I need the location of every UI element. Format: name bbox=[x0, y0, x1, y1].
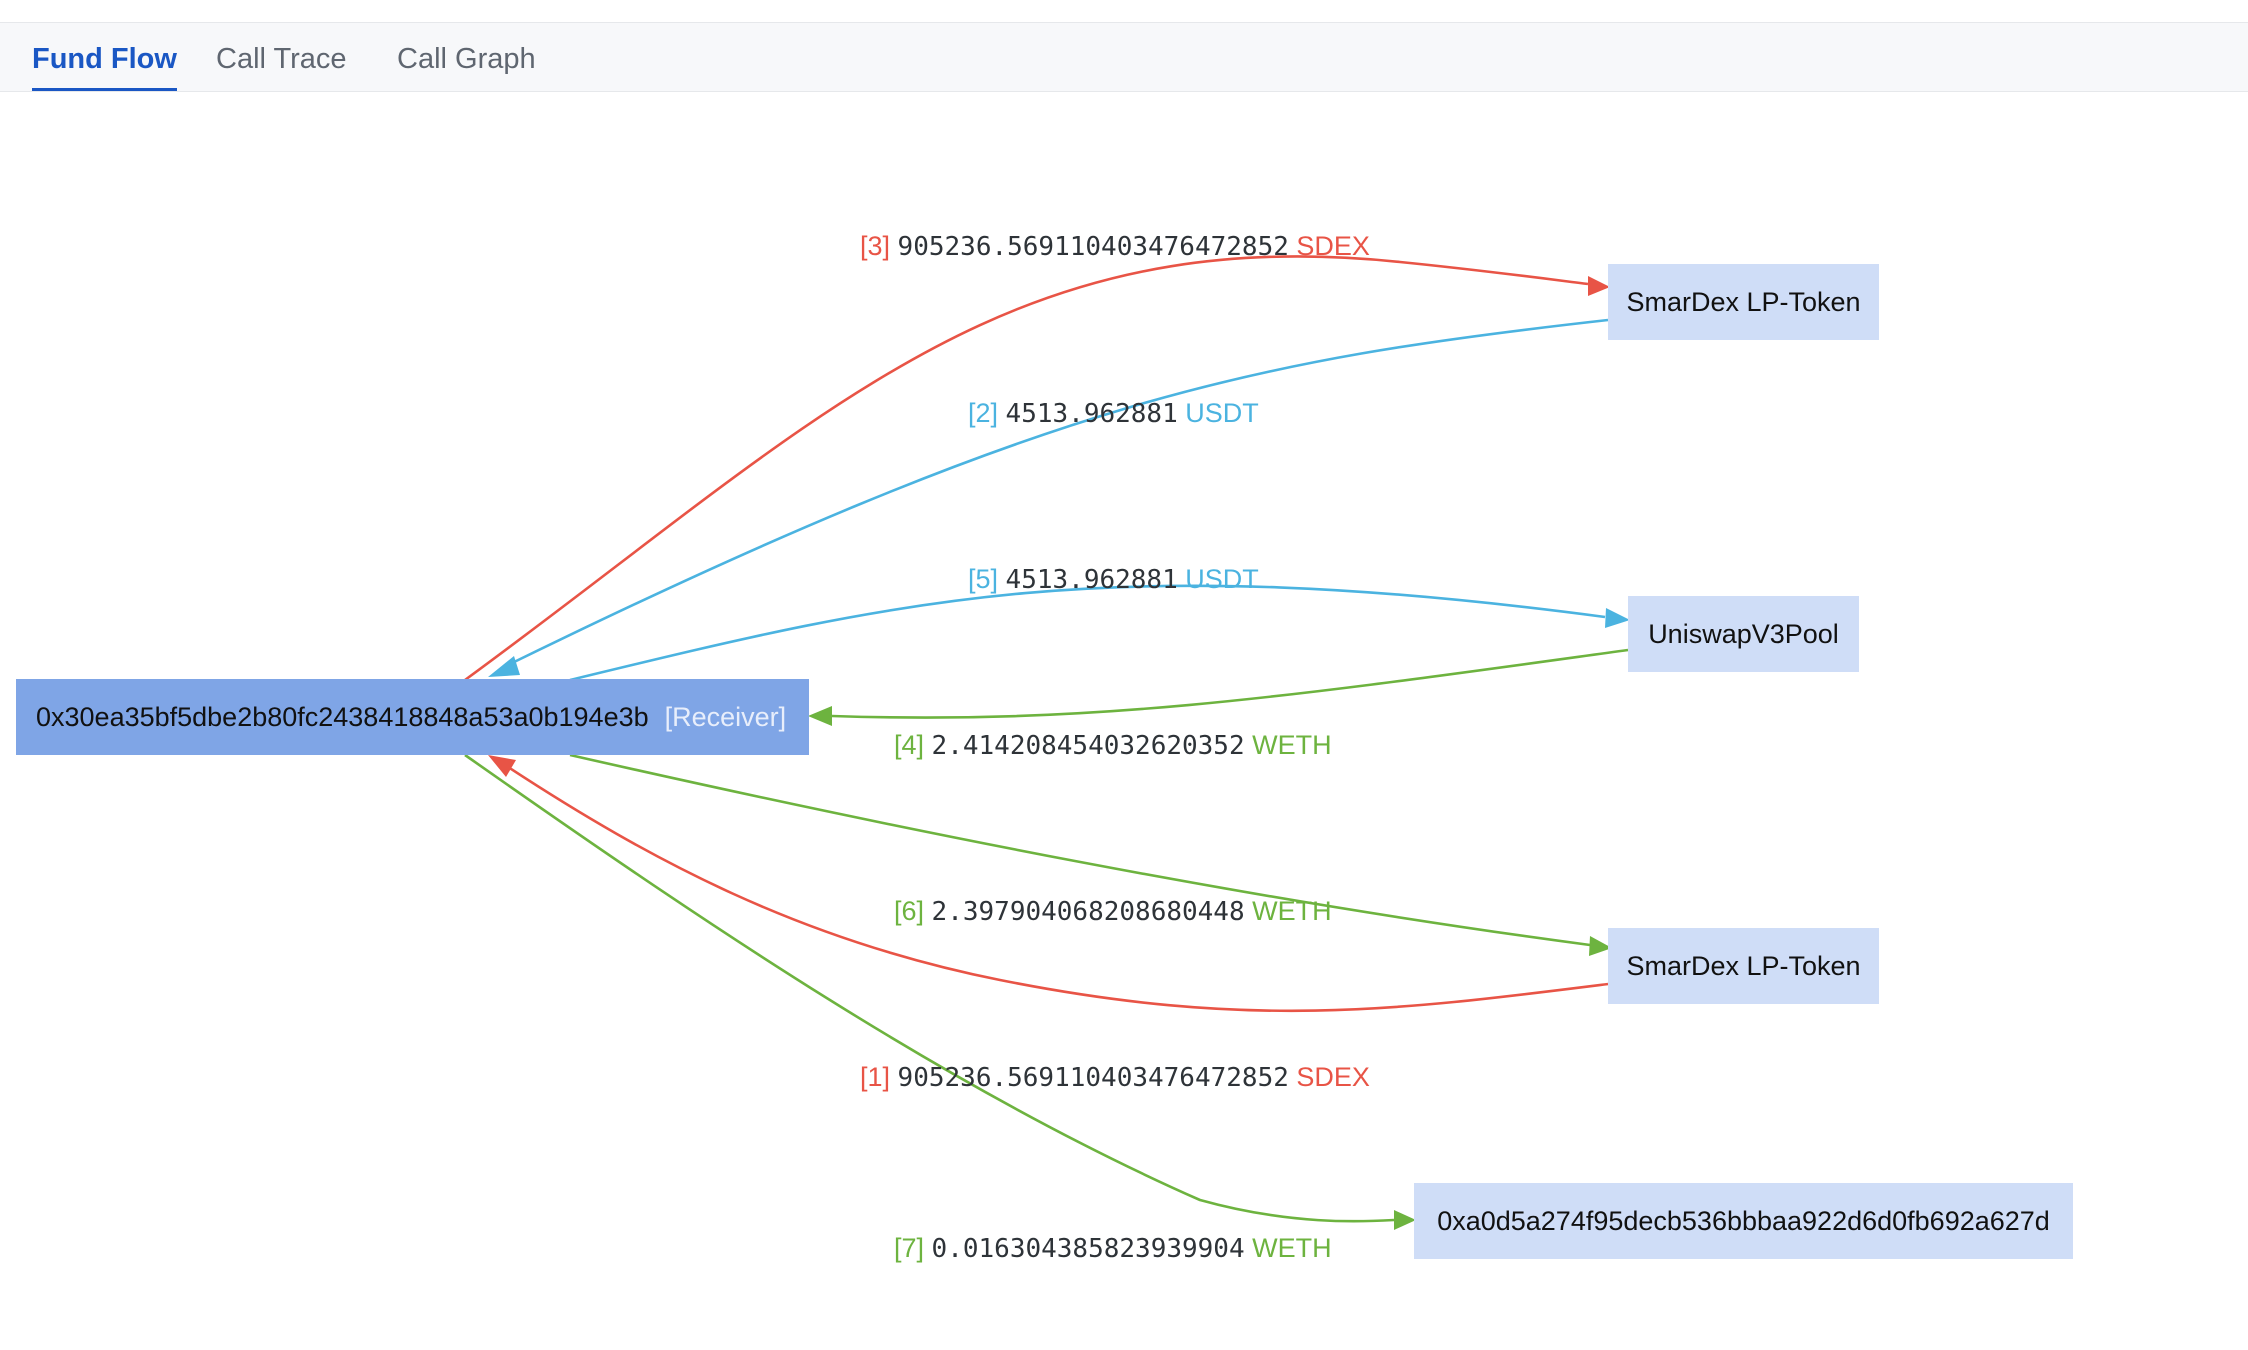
edge-label-3: [3] 905236.569110403476472852 SDEX bbox=[860, 230, 1370, 263]
transfer-index: [2] bbox=[968, 398, 999, 428]
transfer-index: [5] bbox=[968, 564, 999, 594]
node-recipient-address[interactable]: 0xa0d5a274f95decb536bbbaa922d6d0fb692a62… bbox=[1414, 1183, 2073, 1259]
edge-6-arrowhead bbox=[1589, 936, 1612, 956]
transfer-token: USDT bbox=[1185, 398, 1259, 428]
node-uniswap-v3-pool[interactable]: UniswapV3Pool bbox=[1628, 596, 1859, 672]
transfer-amount: 4513.962881 bbox=[1005, 565, 1178, 595]
transfer-amount: 905236.569110403476472852 bbox=[897, 1063, 1289, 1093]
transfer-token: WETH bbox=[1252, 896, 1332, 926]
tab-bar: Fund Flow Call Trace Call Graph bbox=[0, 22, 2248, 92]
edge-3-arrowhead bbox=[1588, 276, 1610, 296]
edge-label-2: [2] 4513.962881 USDT bbox=[968, 397, 1259, 430]
edge-4-weth bbox=[831, 648, 1629, 719]
transfer-amount: 4513.962881 bbox=[1005, 399, 1178, 429]
edge-1-sdex bbox=[507, 765, 1609, 1013]
transfer-token: SDEX bbox=[1296, 1062, 1370, 1092]
transfer-amount: 0.016304385823939904 bbox=[931, 1234, 1245, 1264]
transfer-token: SDEX bbox=[1296, 231, 1370, 261]
edge-label-7: [7] 0.016304385823939904 WETH bbox=[894, 1232, 1332, 1265]
node-smardex-lp-token-2[interactable]: SmarDex LP-Token bbox=[1608, 928, 1879, 1004]
tab-call-trace[interactable]: Call Trace bbox=[216, 43, 347, 75]
edge-7-weth bbox=[464, 753, 1395, 1223]
tab-fund-flow[interactable]: Fund Flow bbox=[32, 23, 177, 91]
transfer-token: USDT bbox=[1185, 564, 1259, 594]
transfer-token: WETH bbox=[1252, 1233, 1332, 1263]
transfer-index: [6] bbox=[894, 896, 925, 926]
edge-6-weth bbox=[569, 753, 1591, 947]
node-smardex-lp-token-1[interactable]: SmarDex LP-Token bbox=[1608, 264, 1879, 340]
edge-1-arrowhead bbox=[488, 755, 516, 777]
transfer-index: [3] bbox=[860, 231, 891, 261]
receiver-address: 0x30ea35bf5dbe2b80fc2438418848a53a0b194e… bbox=[36, 702, 649, 732]
edge-5-arrowhead bbox=[1605, 608, 1630, 628]
edge-label-5: [5] 4513.962881 USDT bbox=[968, 563, 1259, 596]
edge-2-usdt bbox=[509, 318, 1609, 666]
transfer-index: [1] bbox=[860, 1062, 891, 1092]
edge-label-4: [4] 2.414208454032620352 WETH bbox=[894, 729, 1332, 762]
tab-call-graph[interactable]: Call Graph bbox=[397, 43, 536, 75]
transfer-index: [4] bbox=[894, 730, 925, 760]
edge-2-arrowhead bbox=[488, 656, 520, 677]
edge-label-6: [6] 2.397904068208680448 WETH bbox=[894, 895, 1332, 928]
edge-3-sdex bbox=[464, 255, 1589, 682]
edge-5-usdt bbox=[569, 584, 1606, 682]
edge-4-arrowhead bbox=[808, 706, 832, 726]
edge-7-arrowhead bbox=[1394, 1210, 1416, 1230]
transfer-index: [7] bbox=[894, 1233, 925, 1263]
transfer-amount: 905236.569110403476472852 bbox=[897, 232, 1289, 262]
edge-label-1: [1] 905236.569110403476472852 SDEX bbox=[860, 1061, 1370, 1094]
node-receiver[interactable]: 0x30ea35bf5dbe2b80fc2438418848a53a0b194e… bbox=[16, 679, 809, 755]
transfer-amount: 2.397904068208680448 bbox=[931, 897, 1245, 927]
transfer-token: WETH bbox=[1252, 730, 1332, 760]
receiver-tag: [Receiver] bbox=[664, 702, 787, 732]
transfer-amount: 2.414208454032620352 bbox=[931, 731, 1245, 761]
